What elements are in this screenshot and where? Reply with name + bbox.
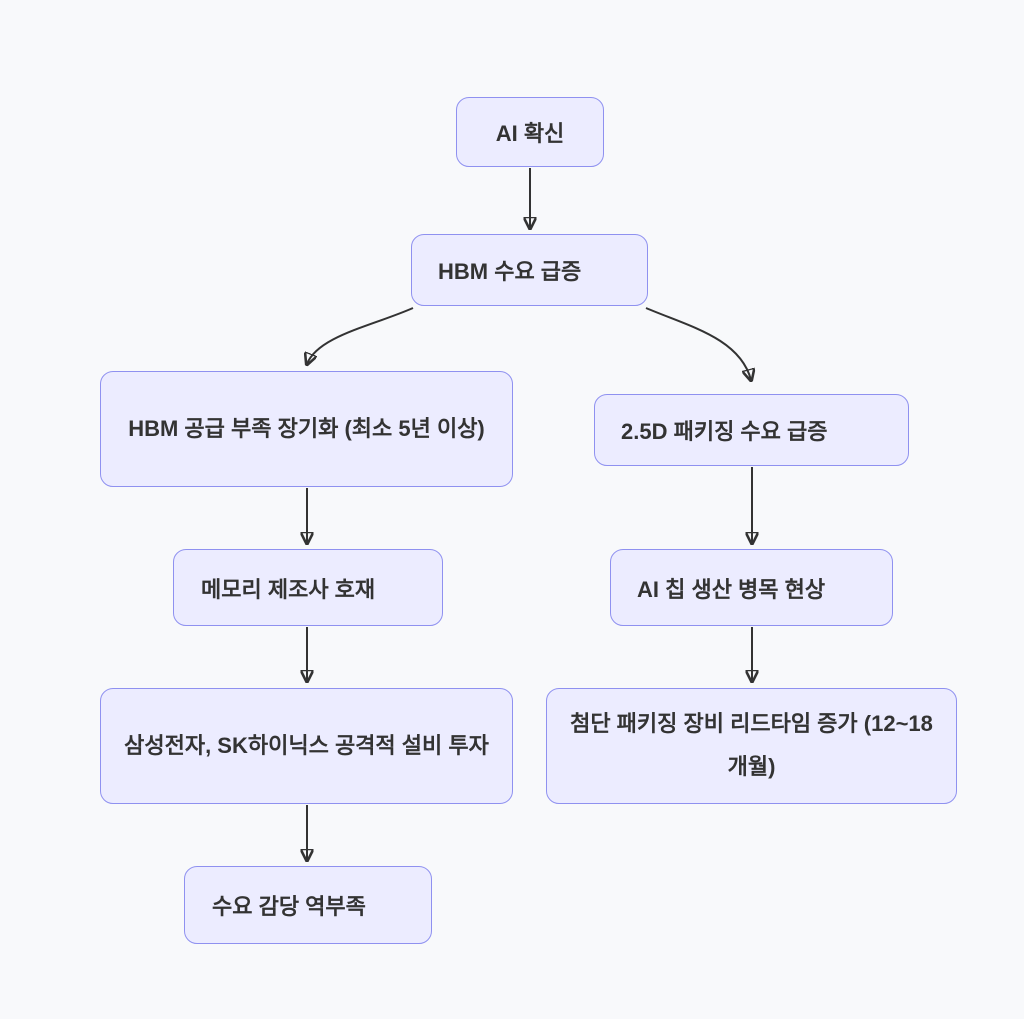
node-packaging-demand-surge-label: 2.5D 패키징 수요 급증 [621, 419, 828, 444]
node-ai-confidence-label: AI 확신 [495, 121, 565, 146]
node-packaging-demand-surge: 2.5D 패키징 수요 급증 [594, 394, 909, 466]
edge-hbm-demand-to-supply-shortage-arrow [307, 307, 414, 364]
node-hbm-supply-shortage-label: HBM 공급 부족 장기화 (최소 5년 이상) [128, 415, 485, 441]
node-ai-chip-bottleneck-label: AI 칩 생산 병목 현상 [637, 576, 826, 602]
node-equipment-leadtime: 첨단 패키징 장비 리드타임 증가 (12~18개월) [546, 688, 957, 804]
node-equipment-leadtime-label: 첨단 패키징 장비 리드타임 증가 (12~18개월) [570, 711, 933, 779]
node-aggressive-capex: 삼성전자, SK하이닉스 공격적 설비 투자 [100, 688, 513, 804]
node-memory-maker-boon: 메모리 제조사 호재 [173, 549, 443, 626]
node-hbm-demand-surge: HBM 수요 급증 [411, 234, 648, 306]
node-hbm-supply-shortage: HBM 공급 부족 장기화 (최소 5년 이상) [100, 371, 513, 487]
node-ai-confidence: AI 확신 [456, 97, 604, 167]
node-ai-chip-bottleneck: AI 칩 생산 병목 현상 [610, 549, 893, 626]
node-memory-maker-boon-label: 메모리 제조사 호재 [201, 576, 376, 602]
node-hbm-demand-surge-label: HBM 수요 급증 [438, 259, 582, 284]
node-aggressive-capex-label: 삼성전자, SK하이닉스 공격적 설비 투자 [124, 732, 489, 758]
edge-hbm-demand-to-packaging-demand-arrow [645, 307, 751, 380]
node-demand-overwhelmed: 수요 감당 역부족 [184, 866, 432, 944]
node-demand-overwhelmed-label: 수요 감당 역부족 [212, 894, 366, 919]
